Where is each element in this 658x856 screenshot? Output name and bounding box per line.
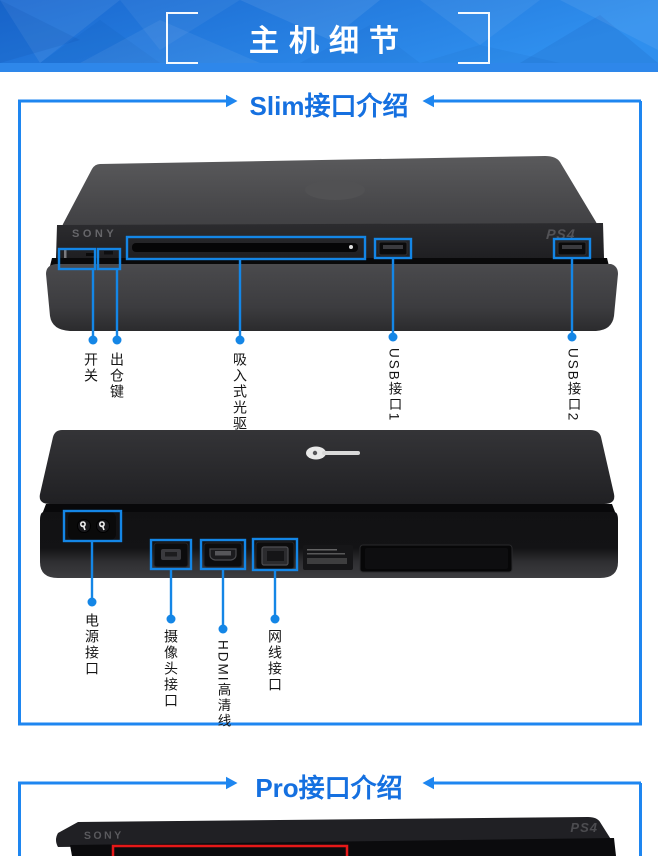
leader-dot bbox=[166, 614, 176, 624]
power-button bbox=[64, 250, 67, 260]
spec-sticker bbox=[303, 545, 353, 570]
label-power-inlet: 电源接口 bbox=[84, 613, 100, 677]
label-power-switch: 开关 bbox=[83, 352, 99, 384]
slim-section-frame bbox=[18, 99, 642, 726]
sony-logo-front: SONY bbox=[72, 228, 117, 240]
leader-dot bbox=[87, 597, 97, 607]
label-eject-button: 出仓键 bbox=[109, 352, 125, 400]
leader-dot bbox=[567, 332, 577, 342]
slim-front-callout-dots bbox=[88, 332, 577, 345]
leader-dot bbox=[88, 335, 98, 345]
label-usb-port-2: USB接口2 bbox=[565, 348, 581, 423]
leader-dot bbox=[112, 335, 122, 345]
ps4-logo-pro: PS4 bbox=[570, 820, 598, 835]
disc-slot bbox=[132, 243, 358, 252]
banner-polygon-background bbox=[0, 0, 658, 63]
pro-section-frame bbox=[18, 781, 642, 856]
label-optical-drive: 吸入式光驱 bbox=[232, 352, 248, 432]
pro-header-arrow-left-icon bbox=[422, 776, 434, 790]
slim-back-callout-dots bbox=[87, 597, 280, 634]
callout-box-power-switch bbox=[57, 247, 97, 271]
slim-header-arrow-left-icon bbox=[422, 94, 434, 108]
ps-logo-mark bbox=[306, 446, 360, 460]
highlight-box-red bbox=[111, 844, 349, 856]
front-vent-notch bbox=[86, 253, 95, 256]
power-inlet bbox=[68, 512, 116, 540]
pro-top-slab bbox=[56, 817, 612, 847]
title-bracket-left bbox=[166, 12, 198, 64]
title-bracket-right bbox=[458, 12, 490, 64]
slim-front-callouts bbox=[57, 235, 592, 336]
front-face-band bbox=[56, 223, 604, 258]
slim-back-callouts bbox=[62, 509, 299, 625]
leader-dot bbox=[270, 614, 280, 624]
disc-slot-dot bbox=[349, 245, 353, 249]
ps4-pro-front-photo: SONY PS4 bbox=[56, 817, 616, 856]
sony-logo-pro: SONY bbox=[84, 829, 124, 842]
usb-port-2-tab bbox=[562, 245, 582, 249]
usb-port-1-tab bbox=[383, 245, 403, 249]
ps4-slim-front-photo: SONY PS4 bbox=[46, 156, 618, 331]
ps4-slim-back-photo bbox=[39, 430, 618, 578]
leader-dot bbox=[388, 332, 398, 342]
label-usb-port-1: USB接口1 bbox=[386, 348, 402, 423]
leader-dot bbox=[235, 335, 245, 345]
label-hdmi-cable: HDMI高清线 bbox=[215, 640, 231, 729]
label-ethernet-port: 网线接口 bbox=[267, 629, 283, 693]
slim-header-arrow-right-icon bbox=[226, 94, 238, 108]
front-top-logo-imprint bbox=[305, 180, 365, 200]
pro-section-title: Pro接口介绍 bbox=[255, 773, 403, 803]
banner-bottom-strip bbox=[0, 63, 658, 72]
label-camera-port: 摄像头接口 bbox=[163, 629, 179, 709]
callout-box-eject bbox=[96, 247, 122, 271]
pro-header-arrow-right-icon bbox=[226, 776, 238, 790]
page-title: 主机细节 bbox=[249, 25, 409, 58]
front-bottom-slab bbox=[46, 264, 618, 331]
callout-box-optical-drive bbox=[125, 235, 367, 261]
back-top-surface bbox=[39, 430, 615, 504]
banner: 主机细节 bbox=[0, 0, 658, 72]
leader-dot bbox=[218, 624, 228, 634]
slim-section-title: Slim接口介绍 bbox=[249, 91, 409, 121]
eject-button bbox=[104, 251, 113, 255]
